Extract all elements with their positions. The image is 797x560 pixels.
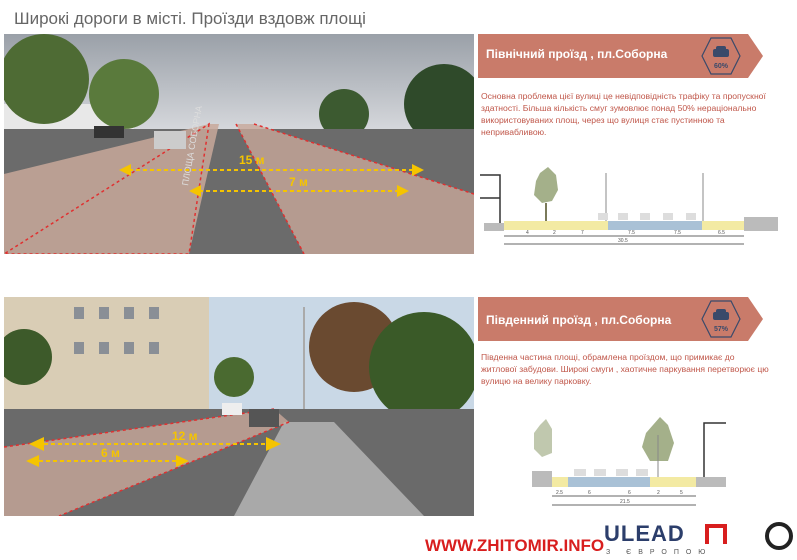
south-description: Південна частина площі, обрамлена проїзд…: [481, 352, 769, 386]
south-banner: Південний проїзд , пл.Соборна 57%: [478, 297, 763, 341]
width-label: 12 м: [172, 429, 198, 443]
south-cross-section: 2.5 6 6 2 5 21.5: [532, 417, 726, 506]
north-cross-section: 4 2 7 7.5 7.5 6.5 30.5: [480, 167, 778, 245]
south-usage-badge: 57%: [701, 300, 741, 338]
north-heading: Північний проїзд , пл.Соборна: [486, 47, 668, 61]
partner-logo-circle: [765, 522, 793, 550]
width-label: 6 м: [101, 446, 120, 460]
south-street-photo: 12 м 6 м: [4, 297, 474, 516]
dimension-label: 2.5: [556, 490, 563, 496]
dimension-label: 6: [628, 490, 631, 496]
ulead-logo: ULEAD: [604, 521, 685, 546]
car-icon: [701, 37, 741, 75]
width-label: 7 м: [289, 175, 308, 189]
width-label: 15 м: [239, 153, 265, 167]
dimension-label: 5: [680, 490, 683, 496]
partner-logos: ULEAD З ЄВРОПОЮ: [600, 520, 797, 560]
dimension-label: 4: [526, 230, 529, 236]
dimension-label: 6.5: [718, 230, 725, 236]
car-icon: [701, 300, 741, 338]
north-usage-badge: 60%: [701, 37, 741, 75]
dimension-label: 7.5: [674, 230, 681, 236]
dimension-label: 2: [553, 230, 556, 236]
south-heading: Південний проїзд , пл.Соборна: [486, 313, 672, 327]
page-title: Широкі дороги в місті. Проїзди вздовж пл…: [14, 9, 366, 28]
dimension-label: 7.5: [628, 230, 635, 236]
ulead-subtitle: З ЄВРОПОЮ: [606, 549, 713, 556]
dimension-label: 6: [588, 490, 591, 496]
partner-logo-mark: [705, 524, 727, 544]
north-street-photo: ПЛОЩА СОБОРНА 15 м 7 м: [4, 34, 474, 254]
dimension-label: 7: [581, 230, 584, 236]
dimension-total: 21.5: [620, 499, 630, 505]
watermark: WWW.ZHITOMIR.INFO: [425, 536, 605, 555]
dimension-label: 2: [657, 490, 660, 496]
north-description: Основна проблема цієї вулиці це невідпов…: [481, 91, 766, 137]
dimension-total: 30.5: [618, 238, 628, 244]
north-banner: Північний проїзд , пл.Соборна 60%: [478, 34, 763, 78]
